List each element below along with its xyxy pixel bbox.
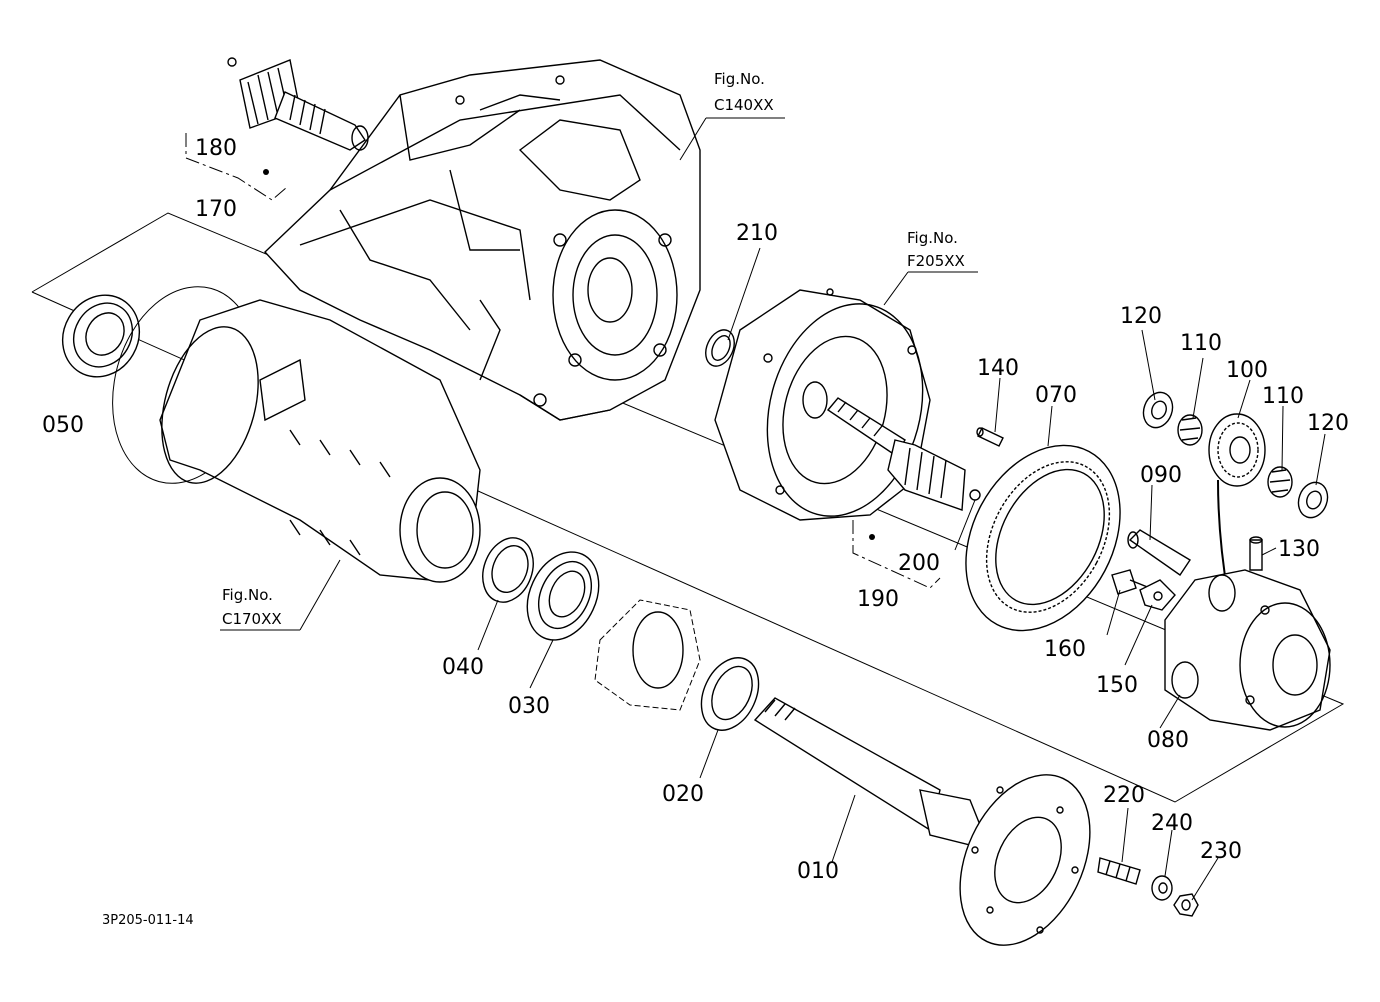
part-120-washer-a [1142,391,1174,429]
part-140-pin [976,427,1004,447]
callout-210[interactable]: 210 [736,221,778,246]
part-220-bolt [1097,857,1141,885]
part-070-ring-gear [965,444,1121,632]
part-240-washer [1151,875,1173,901]
part-170-input-shaft [227,57,369,175]
callout-120b[interactable]: 120 [1307,411,1349,436]
callout-170[interactable]: 170 [195,197,237,222]
callout-050[interactable]: 050 [42,413,84,438]
part-080-planet-carrier [1164,569,1331,731]
part-010-axle-shaft [753,697,1091,946]
callout-120a[interactable]: 120 [1120,304,1162,329]
part-callouts: 180 170 050 210 120 110 100 110 120 140 … [42,136,1349,884]
callout-030[interactable]: 030 [508,694,550,719]
part-110-needle-bearing-a [1177,414,1203,446]
fig-ref-c140-code: C140XX [714,96,774,114]
axle-housing [112,286,481,583]
callout-180[interactable]: 180 [195,136,237,161]
part-230-nut [1173,893,1199,917]
part-050-bearing [61,294,141,378]
callout-190[interactable]: 190 [857,587,899,612]
fig-ref-c170-title: Fig.No. [222,586,273,604]
part-150-lock-plate [1139,579,1176,611]
callout-090[interactable]: 090 [1140,463,1182,488]
callout-140[interactable]: 140 [977,356,1019,381]
callout-100[interactable]: 100 [1226,358,1268,383]
callout-010[interactable]: 010 [797,859,839,884]
bearing-retainer [594,599,701,711]
fig-ref-c170[interactable]: Fig.No. C170XX [222,586,282,628]
assembly-boundary-lines [31,212,1345,803]
callout-110b[interactable]: 110 [1262,384,1304,409]
callout-220[interactable]: 220 [1103,783,1145,808]
fig-ref-f205-title: Fig.No. [907,229,958,247]
callout-080[interactable]: 080 [1147,728,1189,753]
part-030-bearing [526,551,600,641]
bracket-170 [185,133,287,201]
part-130-spring-pin [1249,536,1263,571]
fig-ref-f205-code: F205XX [907,252,965,270]
part-210-o-ring [705,329,735,367]
part-090-planet-shaft [1127,529,1191,576]
callout-240[interactable]: 240 [1151,811,1193,836]
callout-150[interactable]: 150 [1096,673,1138,698]
figure-code: 3P205-011-14 [102,913,194,928]
callout-070[interactable]: 070 [1035,383,1077,408]
fig-ref-c140-title: Fig.No. [714,70,765,88]
part-020-seal [700,657,760,731]
callout-160[interactable]: 160 [1044,637,1086,662]
fig-ref-f205[interactable]: Fig.No. F205XX [907,229,965,270]
callout-110a[interactable]: 110 [1180,331,1222,356]
bracket-190 [852,520,941,589]
part-110-needle-bearing-b [1267,466,1293,498]
callout-130[interactable]: 130 [1278,537,1320,562]
leader-lines [220,117,1326,901]
callout-040[interactable]: 040 [442,655,484,680]
planetary-housing [714,288,931,521]
transmission-case [264,59,701,421]
part-190-sun-gear-shaft [826,397,981,540]
part-100-planet-gear [1208,413,1266,487]
callout-020[interactable]: 020 [662,782,704,807]
part-120-washer-b [1297,481,1329,519]
fig-ref-c140[interactable]: Fig.No. C140XX [714,70,774,114]
callout-230[interactable]: 230 [1200,839,1242,864]
part-040-nut [482,537,534,603]
callout-200[interactable]: 200 [898,551,940,576]
fig-ref-c170-code: C170XX [222,610,282,628]
